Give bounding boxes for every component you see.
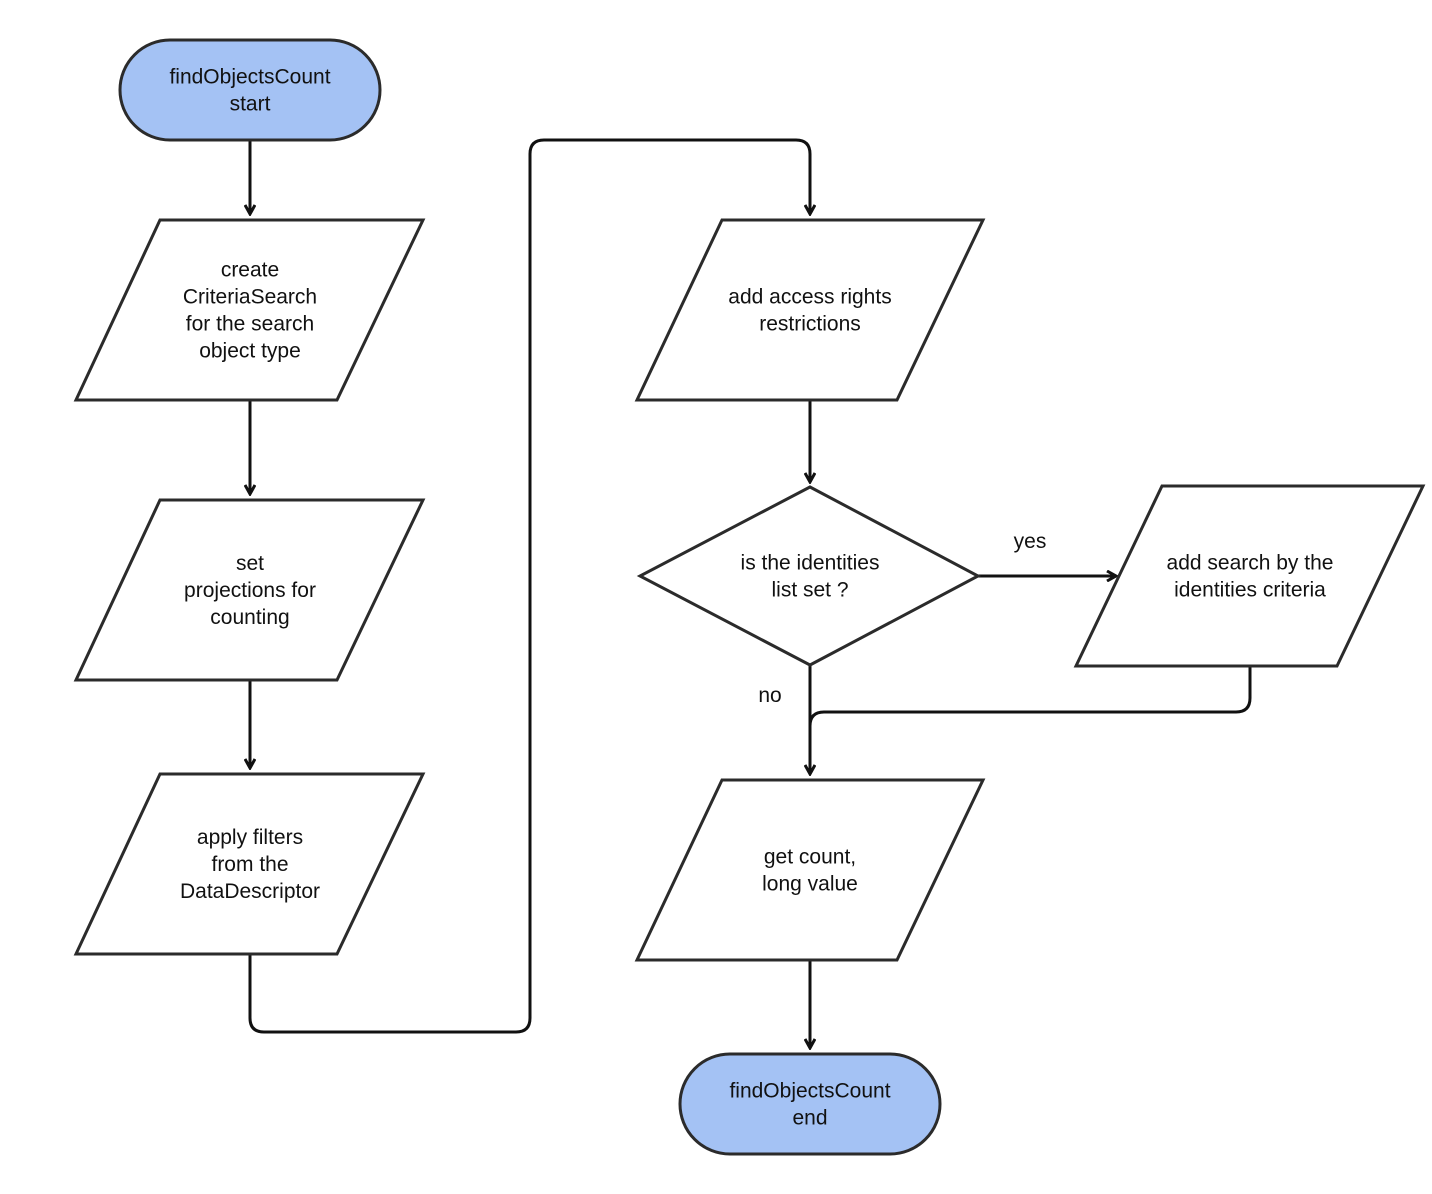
edge-filters-to-access-rights	[248, 138, 810, 1034]
label-line: end	[792, 1107, 827, 1130]
label-line: from the	[211, 853, 288, 876]
label-line: add search by the	[1167, 552, 1334, 575]
get-count-label: get count, long value	[762, 846, 858, 896]
identities-decision-label: is the identities list set ?	[741, 552, 880, 602]
label-line: CriteriaSearch	[183, 286, 317, 309]
edge-identities-to-merge	[808, 666, 1252, 727]
start-label: findObjectsCount start	[169, 66, 330, 116]
label-line: create	[221, 259, 279, 282]
set-projections-box: set projections for counting	[73, 498, 426, 682]
label-line: apply filters	[197, 826, 303, 849]
access-rights-label: add access rights restrictions	[728, 286, 891, 336]
label-line: identities criteria	[1174, 579, 1326, 602]
label-line: object type	[199, 340, 301, 363]
no-label: no	[758, 684, 781, 707]
label-line: add access rights	[728, 286, 891, 309]
end-terminator: findObjectsCount end	[678, 1052, 942, 1156]
label-line: findObjectsCount	[169, 66, 330, 89]
label-line: findObjectsCount	[729, 1080, 890, 1103]
yes-label: yes	[1014, 530, 1047, 553]
label-line: set	[236, 552, 264, 575]
label-line: is the identities	[741, 552, 880, 575]
end-label: findObjectsCount end	[729, 1080, 890, 1130]
identities-decision-diamond: is the identities list set ?	[636, 485, 982, 667]
label-line: DataDescriptor	[180, 880, 320, 903]
label-line: projections for	[184, 579, 316, 602]
label-line: for the search	[186, 313, 314, 336]
label-line: long value	[762, 873, 858, 896]
label-line: list set ?	[771, 579, 848, 602]
label-line: start	[230, 93, 271, 116]
set-projections-label: set projections for counting	[184, 552, 316, 629]
start-terminator: findObjectsCount start	[118, 38, 382, 142]
label-line: restrictions	[759, 313, 861, 336]
label-line: get count,	[764, 846, 856, 869]
label-line: counting	[210, 606, 289, 629]
get-count-box: get count, long value	[634, 778, 986, 962]
identities-search-label: add search by the identities criteria	[1167, 552, 1334, 602]
identities-search-box: add search by the identities criteria	[1073, 484, 1426, 668]
access-rights-box: add access rights restrictions	[634, 218, 986, 402]
